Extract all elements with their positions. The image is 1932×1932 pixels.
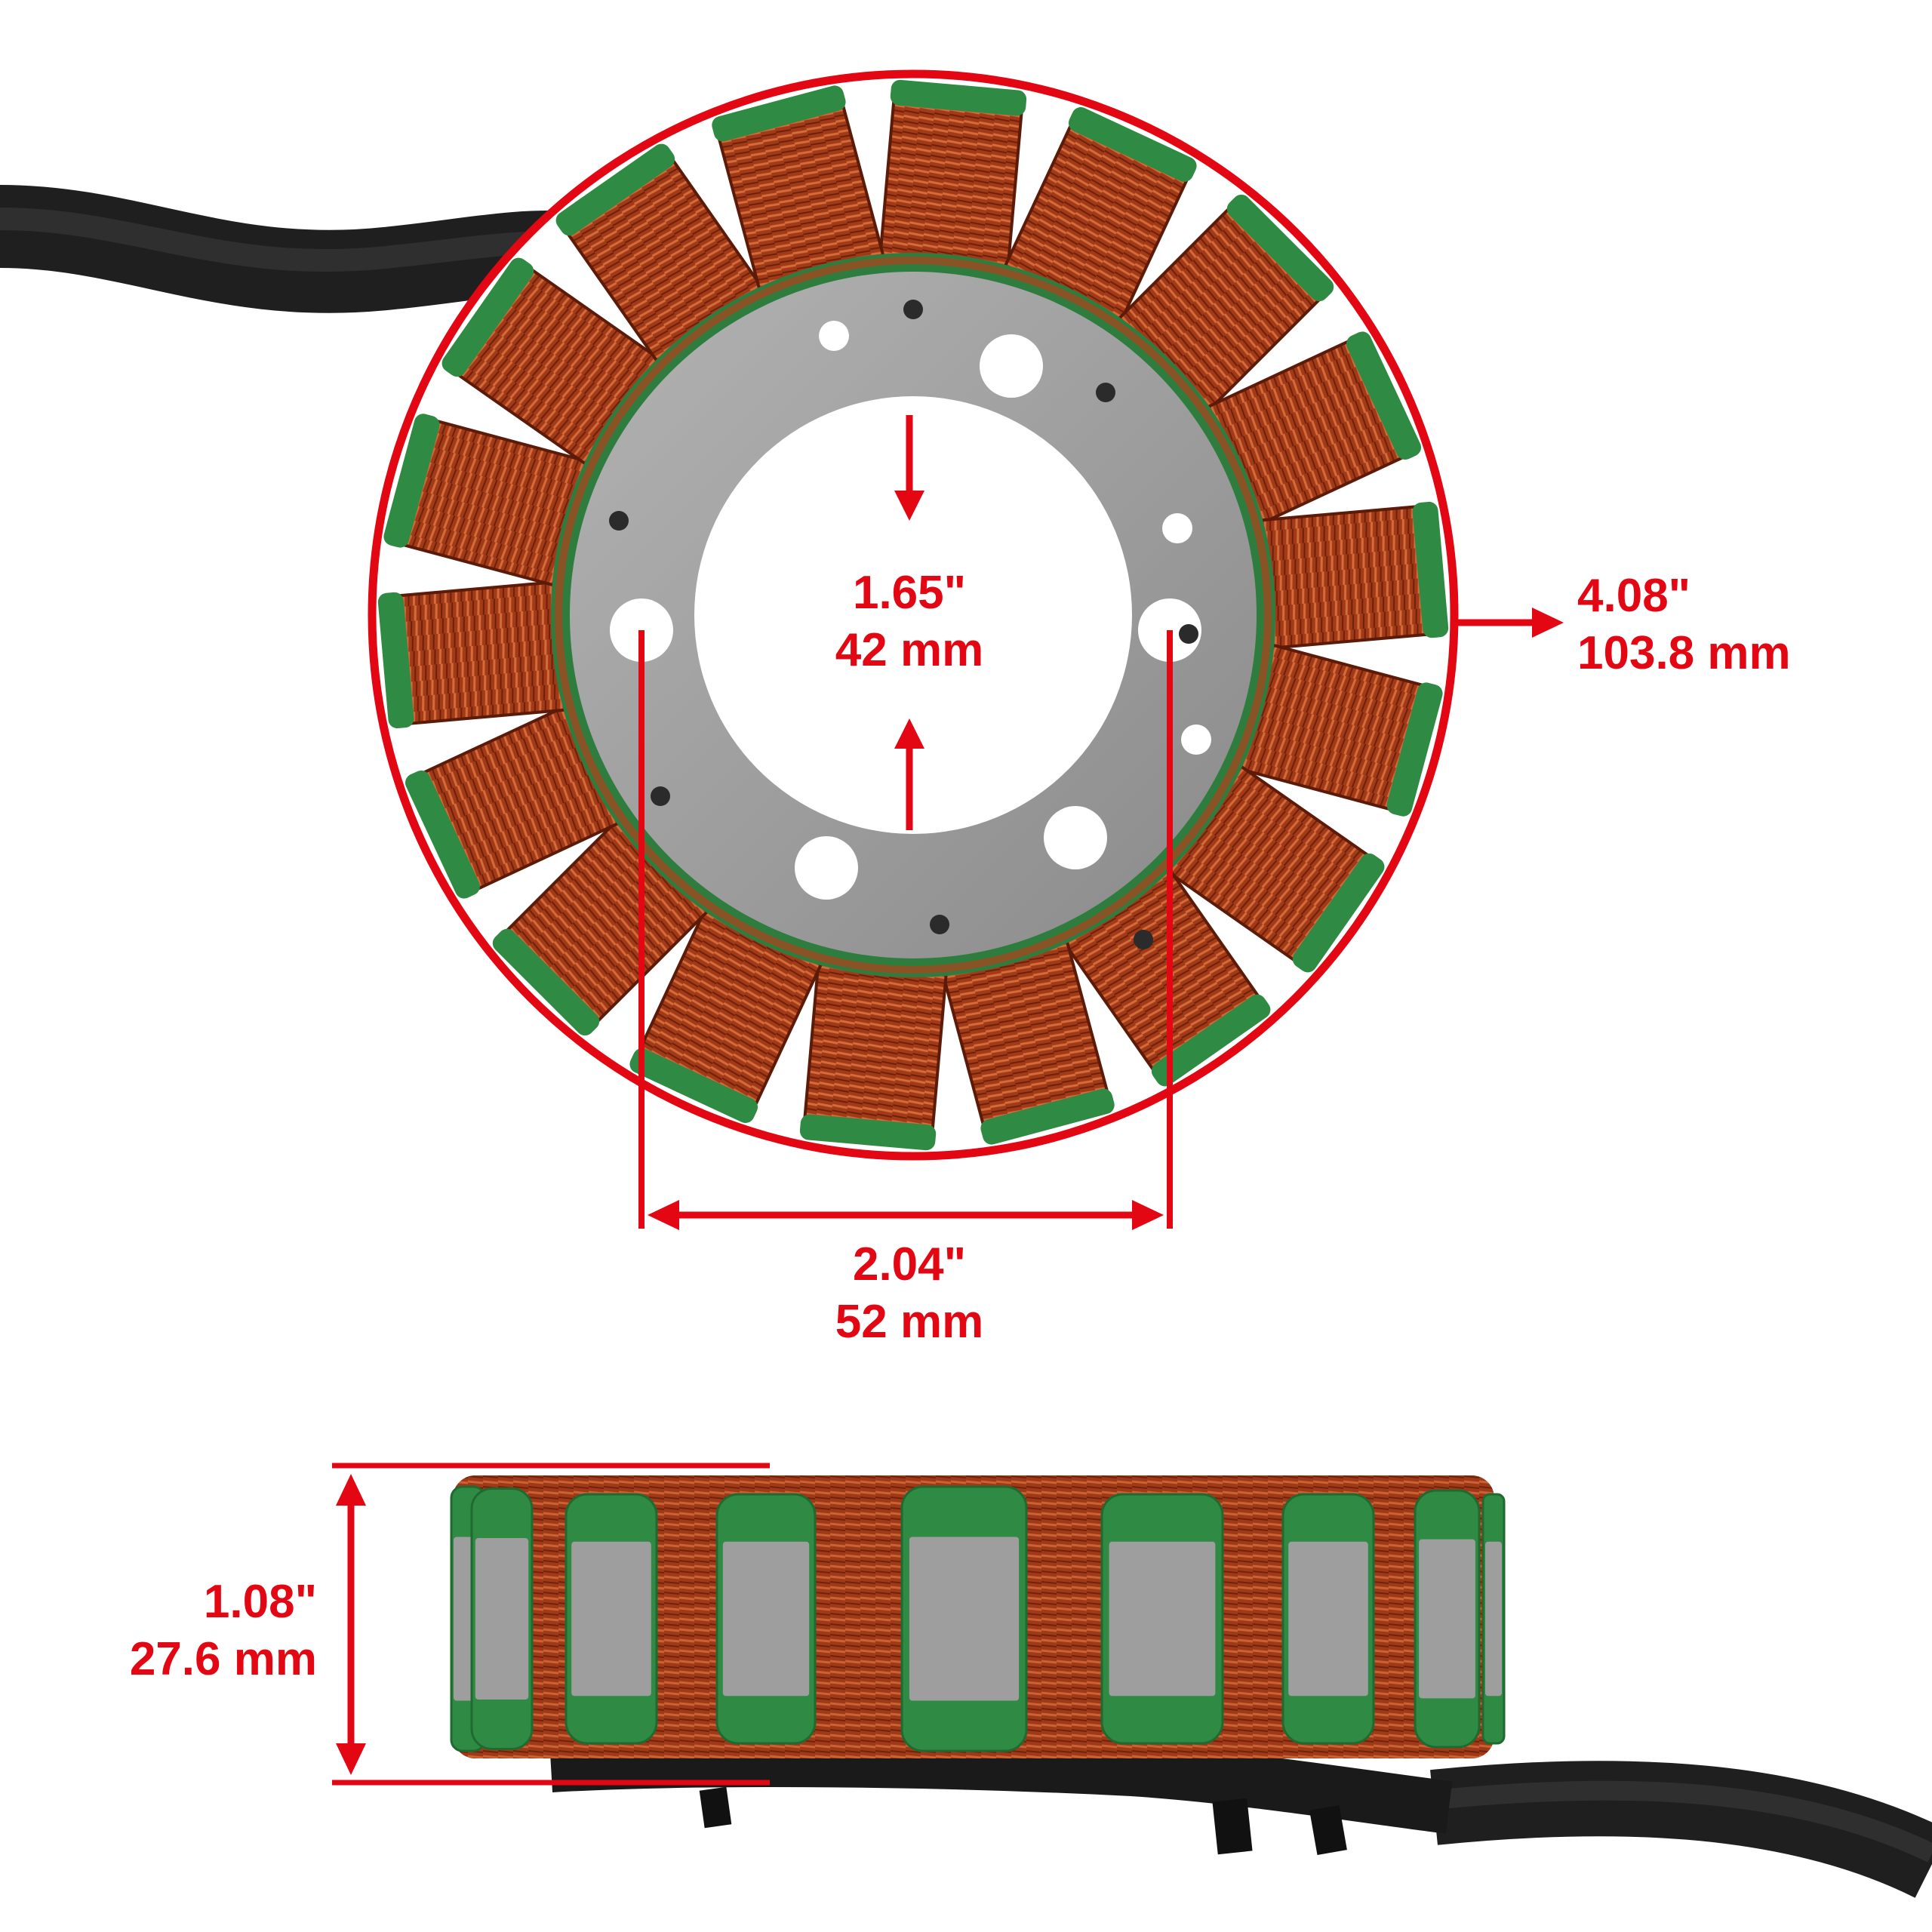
outer-diameter-mm: 103.8 mm [1577, 627, 1791, 679]
outer-diameter-label: 4.08" 103.8 mm [1577, 568, 1791, 682]
outline-circle [368, 69, 1459, 1161]
cable-top [0, 185, 615, 313]
pole-face [1414, 1489, 1481, 1749]
outer-diameter-inch: 4.08" [1577, 570, 1691, 622]
coil-pole [1198, 331, 1422, 525]
rivet [651, 786, 670, 806]
inner-diameter-mm: 42 mm [835, 624, 984, 676]
coil-pole [377, 580, 581, 729]
bolt-spacing-label: 2.04" 52 mm [835, 1236, 983, 1351]
pole-face [1281, 1493, 1375, 1745]
height-mm: 27.6 mm [129, 1633, 317, 1685]
bolt-hole [1044, 806, 1107, 869]
small-hole [819, 321, 849, 351]
pole-face [470, 1487, 534, 1750]
rivet [903, 300, 923, 319]
coil-pole [799, 947, 948, 1151]
bolt-hole [980, 334, 1043, 398]
bolt-spacing-mm: 52 mm [835, 1296, 984, 1348]
inner-diameter-inch: 1.65" [852, 567, 967, 619]
center-hole [694, 396, 1132, 834]
pole-face [715, 1493, 817, 1745]
stator-side-view [450, 1475, 1506, 1758]
pole-face [900, 1485, 1028, 1752]
small-hole [1162, 513, 1192, 543]
bolt-spacing-bracket [638, 630, 1173, 1230]
rivet [609, 511, 629, 531]
coil-pole [1003, 106, 1197, 331]
inner-diameter-arrows [894, 415, 924, 830]
side-pole-faces [450, 1485, 1506, 1752]
bolt-hole [795, 836, 858, 900]
inner-diameter-label: 1.65" 42 mm [835, 565, 983, 679]
rivet [930, 915, 949, 934]
rivet [1134, 930, 1153, 949]
small-hole [1181, 724, 1211, 755]
height-inch: 1.08" [203, 1576, 317, 1628]
height-bracket [332, 1463, 770, 1786]
coil-pole [712, 85, 885, 301]
bolt-spacing-inch: 2.04" [852, 1238, 967, 1291]
height-label: 1.08" 27.6 mm [45, 1574, 317, 1688]
cable-bottom [549, 1734, 1932, 1898]
coil-pole [1245, 501, 1449, 650]
pole-face [1481, 1493, 1506, 1745]
mounting-holes [609, 300, 1211, 949]
rivet [1096, 383, 1115, 402]
pole-face [565, 1493, 658, 1745]
pole-face [1100, 1493, 1224, 1745]
rivet [1179, 624, 1198, 644]
coil-pole [1227, 643, 1443, 817]
outer-diameter-arrow [1457, 608, 1564, 638]
coil-pole [878, 79, 1027, 283]
